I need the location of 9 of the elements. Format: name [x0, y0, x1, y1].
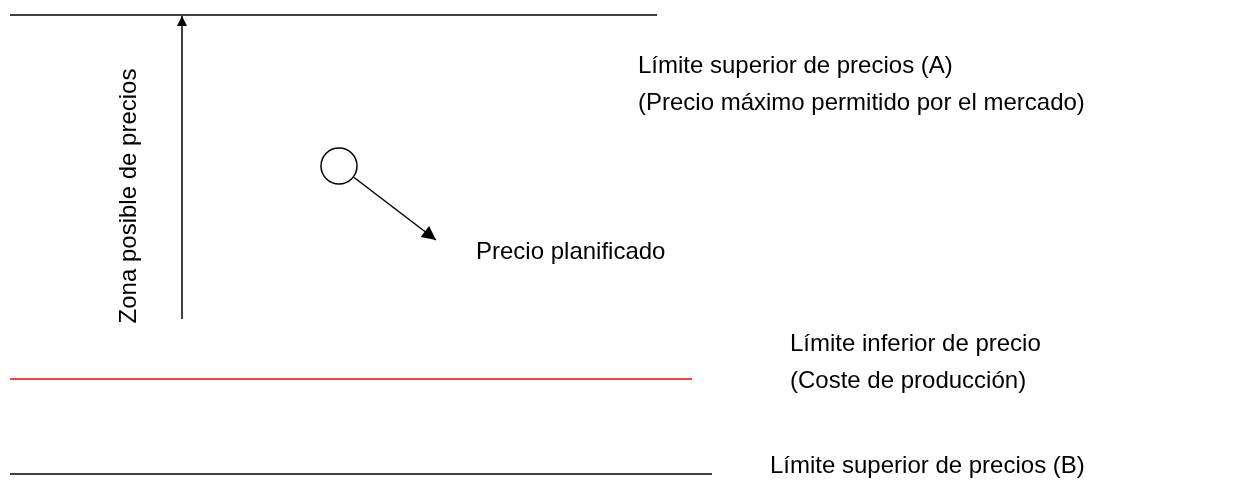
text-label: Precio planificado — [476, 237, 666, 265]
text-label: Zona posible de precios — [113, 68, 142, 324]
text-label: (Coste de producción) — [790, 366, 1027, 394]
text-label: Límite inferior de precio — [790, 329, 1041, 357]
circle-marker — [320, 147, 358, 185]
arrow — [353, 176, 437, 241]
text-label: Límite superior de precios (B) — [770, 451, 1085, 479]
text-label: (Precio máximo permitido por el mercado) — [638, 88, 1085, 116]
text-label: Límite superior de precios (A) — [638, 51, 953, 79]
